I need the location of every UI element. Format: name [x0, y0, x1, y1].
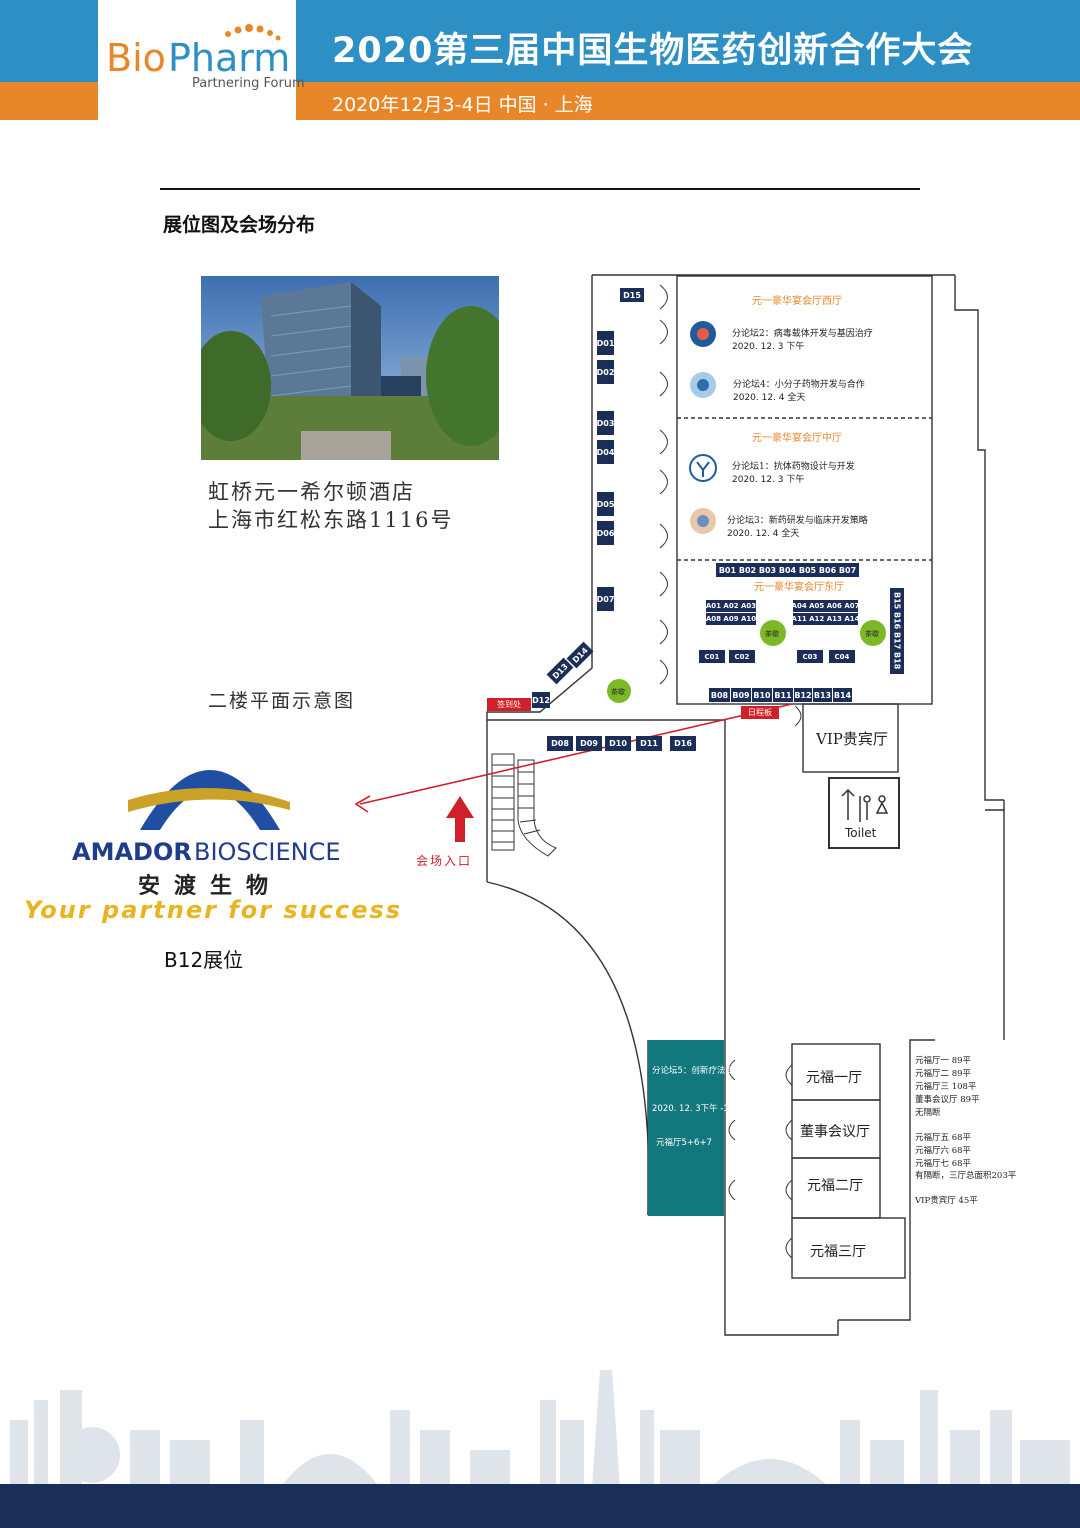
booth-d08: D08: [547, 736, 573, 751]
capacity-note: 元福厅七 68平: [915, 1159, 972, 1169]
vip-room: VIP贵宾厅: [816, 730, 888, 748]
booth-b08: B08: [709, 688, 730, 702]
company-name-b: BIOSCIENCE: [194, 838, 341, 866]
footer-bar: [0, 1484, 1080, 1528]
booth-d11: D11: [636, 736, 662, 751]
booth-d15: D15: [620, 288, 644, 302]
forum-5-title: 分论坛5：创新疗法专场: [652, 1066, 743, 1076]
schedule-board: 日程板: [741, 706, 779, 719]
booth-b10: B10: [752, 688, 772, 702]
conference-date: 2020年12月3-4日 中国 · 上海: [332, 94, 593, 116]
forum-2-title: 分论坛2：病毒载体开发与基因治疗: [732, 329, 873, 339]
forum-1-title: 分论坛1：抗体药物设计与开发: [732, 462, 855, 472]
signin-desk: 签到处: [487, 698, 531, 711]
toilet-label: Toilet: [845, 826, 877, 840]
forum-5-room: 元福厅5+6+7: [656, 1138, 712, 1148]
conference-title: 2020第三届中国生物医药创新合作大会: [332, 31, 974, 71]
booth-a01-a03: A01 A02 A03: [705, 600, 757, 612]
capacity-note: 董事会议厅 89平: [915, 1095, 980, 1105]
floor-plan-label: 二楼平面示意图: [208, 690, 356, 712]
forum-2-time: 2020. 12. 3 下午: [732, 342, 805, 352]
floor-plan-map: [354, 274, 1005, 1336]
section-title: 展位图及会场分布: [163, 214, 316, 236]
booth-c01: C01: [699, 650, 725, 663]
booth-a11-a14: A11 A12 A13 A14: [791, 613, 860, 625]
company-name-cn: 安渡生物: [138, 874, 283, 899]
capacity-note: 无隔断: [915, 1108, 941, 1118]
forum-4-time: 2020. 12. 4 全天: [733, 393, 806, 403]
booth-b11: B11: [773, 688, 793, 702]
booth-d16: D16: [670, 736, 696, 751]
logo-dots-icon: [225, 24, 281, 41]
forum-4-title: 分论坛4：小分子药物开发与合作: [733, 380, 865, 390]
forum-3-title: 分论坛3：新药研发与临床开发策略: [727, 516, 868, 526]
booth-d07: D07: [597, 587, 614, 611]
amador-arch-logo-icon: [128, 770, 290, 830]
forum-5-time: 2020. 12. 3下午 -12. 4上午: [652, 1104, 763, 1114]
company-name-a: AMADOR: [72, 838, 192, 866]
booth-d12: D12: [532, 692, 550, 708]
hotel-address: 上海市红松东路1116号: [208, 508, 454, 532]
booth-b14: B14: [833, 688, 852, 702]
capacity-note: 元福厅三 108平: [915, 1082, 977, 1092]
logo-text-bio: Bio: [106, 36, 166, 80]
biopharm-logo: [98, 0, 296, 120]
logo-text-pharm: Pharm: [168, 36, 291, 80]
east-hall-label: 元一豪华宴会厅东厅: [754, 582, 844, 593]
booth-b13: B13: [813, 688, 832, 702]
capacity-note: 元福厅一 89平: [915, 1056, 972, 1066]
booth-d06: D06: [597, 521, 614, 545]
capacity-note: 元福厅二 89平: [915, 1069, 972, 1079]
city-skyline-decoration: [10, 1370, 1070, 1488]
room-yuanfu-2: 元福二厅: [807, 1178, 863, 1194]
capacity-note: 元福厅五 68平: [915, 1133, 972, 1143]
toilet-icon: [841, 788, 889, 822]
booth-d03: D03: [597, 411, 614, 435]
booth-label: B12展位: [164, 948, 244, 972]
hotel-photo: [201, 276, 499, 460]
booth-b12: B12: [794, 688, 812, 702]
capacity-note: 元福厅六 68平: [915, 1146, 972, 1156]
booth-b09: B09: [731, 688, 751, 702]
entrance-label: 会场入口: [416, 854, 473, 868]
booth-a08-a10: A08 A09 A10: [705, 613, 757, 625]
logo-subtitle: Partnering Forum: [192, 76, 305, 91]
booth-c02: C02: [729, 650, 755, 663]
booth-a04-a07: A04 A05 A06 A07: [791, 600, 860, 612]
booth-c03: C03: [797, 650, 823, 663]
booth-col-b15-b18: B15 B16 B17 B18: [890, 588, 904, 674]
room-yuanfu-3: 元福三厅: [810, 1244, 866, 1260]
booth-d09: D09: [576, 736, 602, 751]
booth-d10: D10: [605, 736, 631, 751]
booth-c04: C04: [829, 650, 855, 663]
break-area-label: 茶歇: [765, 630, 779, 638]
room-yuanfu-1: 元福一厅: [806, 1070, 862, 1086]
capacity-note: VIP贵宾厅 45平: [915, 1196, 978, 1206]
break-area-label: 茶歇: [865, 630, 879, 638]
company-tagline: Your partner for success: [24, 896, 403, 924]
west-hall-label: 元一豪华宴会厅西厅: [752, 296, 842, 307]
booth-row-b01-b07: B01 B02 B03 B04 B05 B06 B07: [716, 563, 859, 577]
booth-d01: D01: [597, 331, 614, 355]
capacity-note: 有隔断，三厅总面积203平: [915, 1171, 1017, 1181]
room-boardroom: 董事会议厅: [800, 1124, 870, 1140]
entrance-arrow-icon: [446, 796, 474, 842]
middle-hall-label: 元一豪华宴会厅中厅: [752, 433, 842, 444]
booth-d04: D04: [597, 440, 614, 464]
booth-d02: D02: [597, 360, 614, 384]
forum-1-time: 2020. 12. 3 下午: [732, 475, 805, 485]
break-area-label: 茶歇: [611, 688, 625, 696]
booth-d05: D05: [597, 492, 614, 516]
hotel-name: 虹桥元一希尔顿酒店: [208, 480, 415, 504]
forum-3-time: 2020. 12. 4 全天: [727, 529, 800, 539]
divider: [160, 188, 920, 190]
